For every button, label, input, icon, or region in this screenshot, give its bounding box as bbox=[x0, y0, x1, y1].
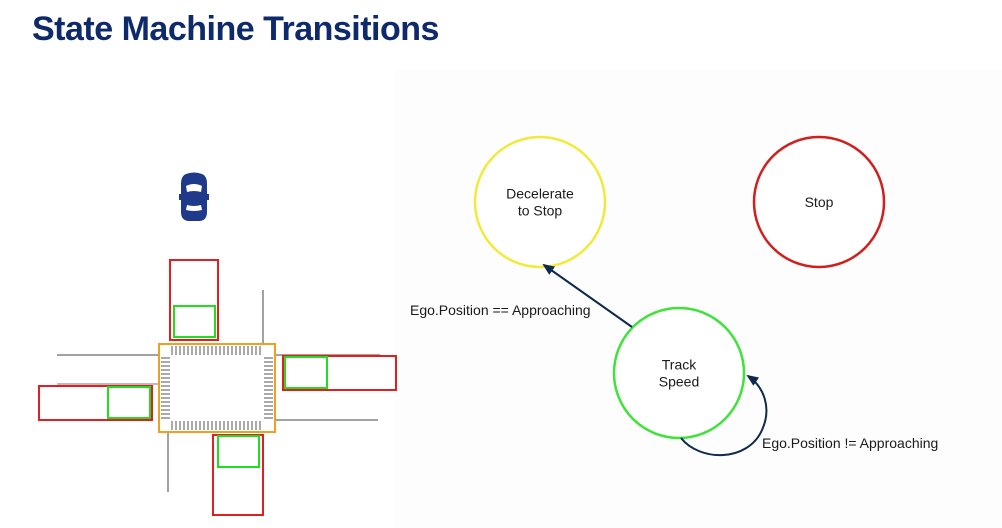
state-stop[interactable]: Stop bbox=[752, 135, 886, 269]
crosswalk-top bbox=[171, 346, 261, 355]
approach-zone-east bbox=[282, 355, 397, 391]
state-circle bbox=[752, 135, 886, 269]
state-circle bbox=[612, 306, 746, 440]
intersection-scene bbox=[38, 172, 397, 516]
state-label-line: to Stop bbox=[518, 203, 563, 219]
state-label: Stop bbox=[805, 194, 834, 210]
transition-arrow-to-decelerate bbox=[542, 263, 633, 328]
right-panel bbox=[395, 70, 1002, 528]
approach-zone-north bbox=[169, 259, 219, 341]
transition-label-not-approaching: Ego.Position != Approaching bbox=[762, 435, 938, 451]
state-circle bbox=[473, 135, 607, 269]
slide-title: State Machine Transitions bbox=[32, 10, 439, 48]
stop-zone-north bbox=[173, 305, 216, 338]
state-label-line: Speed bbox=[659, 374, 699, 390]
state-label-line: Decelerate bbox=[506, 186, 574, 202]
state-label-line: Stop bbox=[805, 194, 834, 210]
stop-zone-east bbox=[284, 356, 328, 389]
crosswalk-right bbox=[264, 357, 273, 419]
state-label-line: Track bbox=[662, 357, 697, 373]
car-icon bbox=[179, 172, 209, 221]
transition-self-loop-arrow bbox=[680, 374, 768, 457]
approach-zone-south bbox=[212, 434, 264, 516]
crosswalk-left bbox=[161, 357, 170, 419]
stop-zone-south bbox=[217, 435, 260, 468]
stop-zone-west bbox=[107, 386, 151, 419]
approach-zone-west bbox=[38, 385, 153, 421]
transition-label-approaching: Ego.Position == Approaching bbox=[410, 302, 591, 318]
crosswalk-bottom bbox=[171, 421, 261, 430]
intersection-box bbox=[158, 343, 276, 433]
